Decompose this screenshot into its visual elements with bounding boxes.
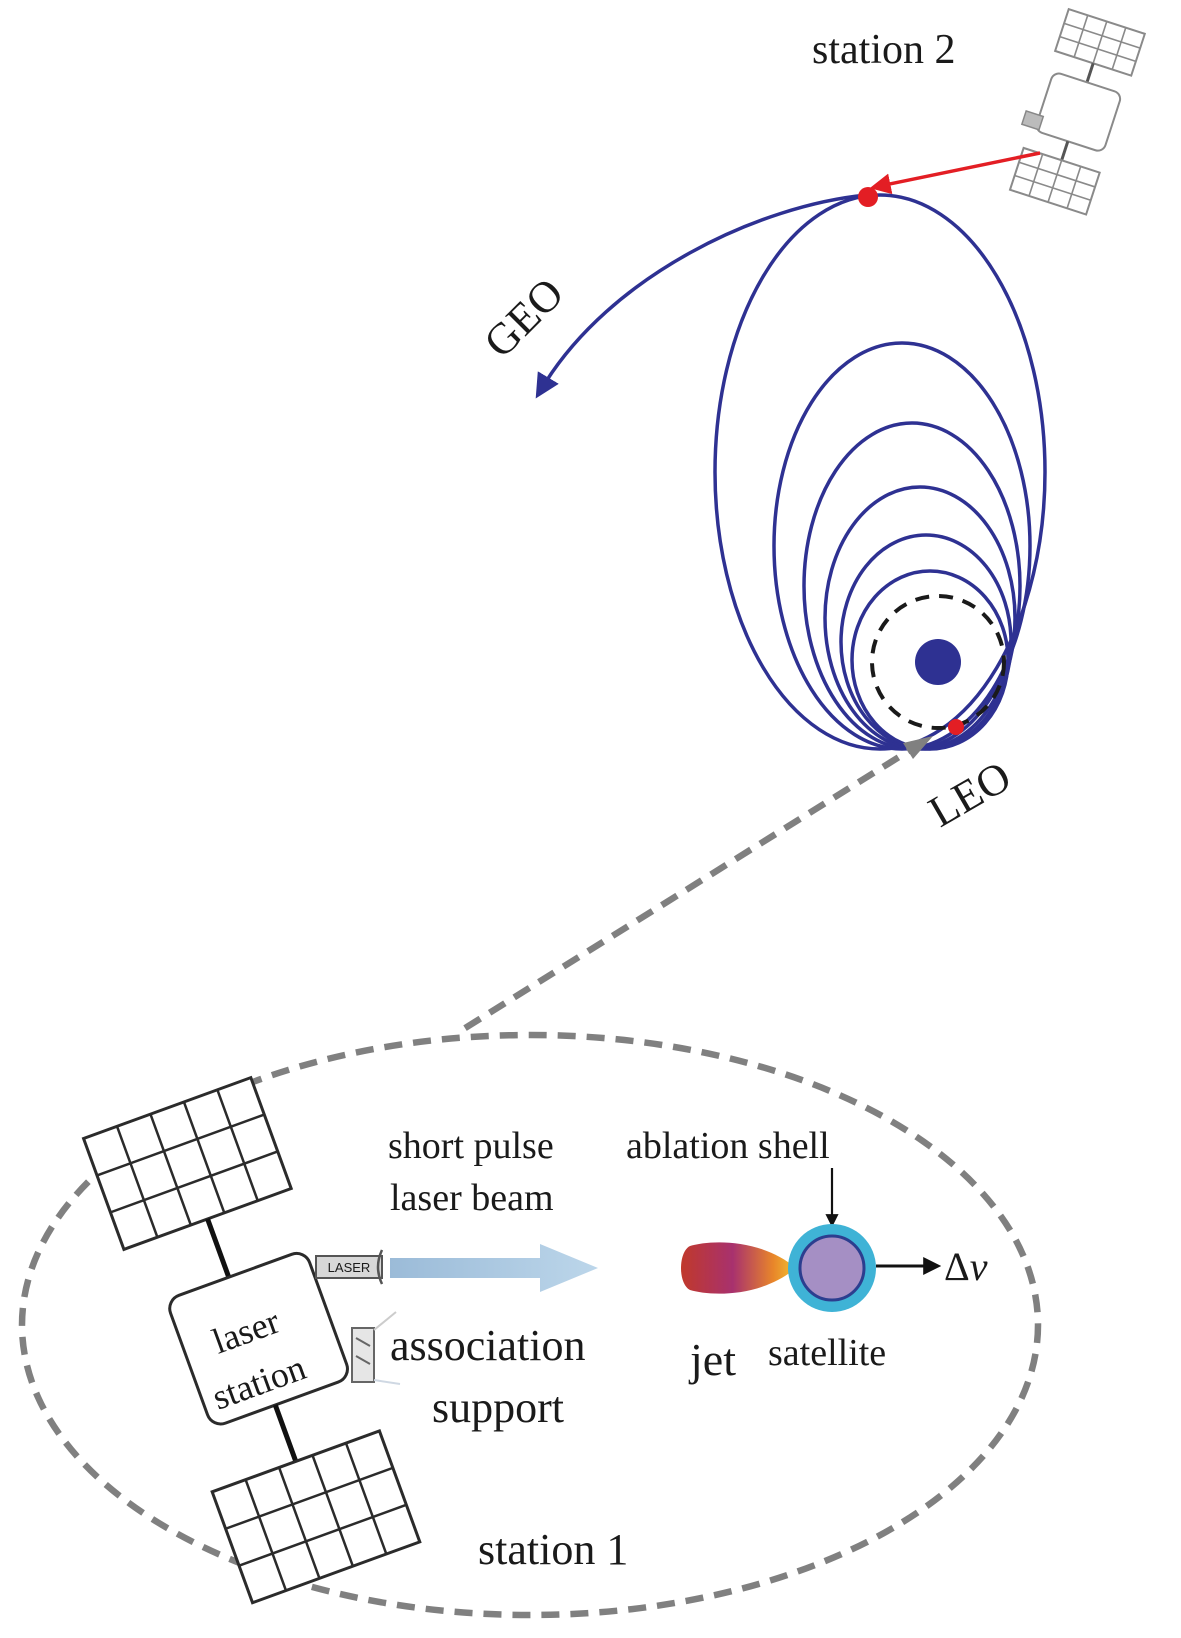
station2-satellite [1008,7,1147,216]
geo-escape-arc [535,193,868,399]
apogee-burn-point [858,187,878,207]
satellite-icon [81,1075,422,1605]
laser-beam-label: laser beam [390,1177,554,1219]
leo-label: LEO [921,751,1020,836]
laser-emitter: LASER [315,1249,384,1285]
delta-v-variable: v [970,1244,988,1289]
station1-boundary [18,1031,1042,1619]
support-label: support [432,1383,564,1432]
jet-plume [681,1242,796,1294]
station1-label: station 1 [478,1525,628,1574]
jet-label: jet [688,1334,736,1385]
delta-v-label: Δv [944,1244,988,1289]
satellite-core [798,1234,866,1302]
laser-link-line [869,151,1041,195]
association-support-mechanism [351,1311,401,1385]
delta-symbol: Δ [944,1244,970,1289]
geo-label: GEO [474,268,573,367]
station2-label: station 2 [812,27,956,73]
station1-satellite [81,1075,422,1605]
ablation-shell-label: ablation shell [626,1125,830,1167]
laser-beam-arrow [390,1244,598,1292]
transfer-orbits [713,193,1047,751]
perigee-burn-point [948,719,964,735]
leo-orbit-circle [870,594,1006,730]
laser-box-label: LASER [328,1260,371,1275]
earth-icon [915,639,961,685]
association-label: association [390,1321,586,1370]
leader-arrowhead [903,736,933,759]
satellite-icon [1008,7,1147,216]
short-pulse-label: short pulse [388,1125,554,1167]
satellite-label: satellite [768,1332,886,1374]
leader-dashed-line [460,739,925,1033]
